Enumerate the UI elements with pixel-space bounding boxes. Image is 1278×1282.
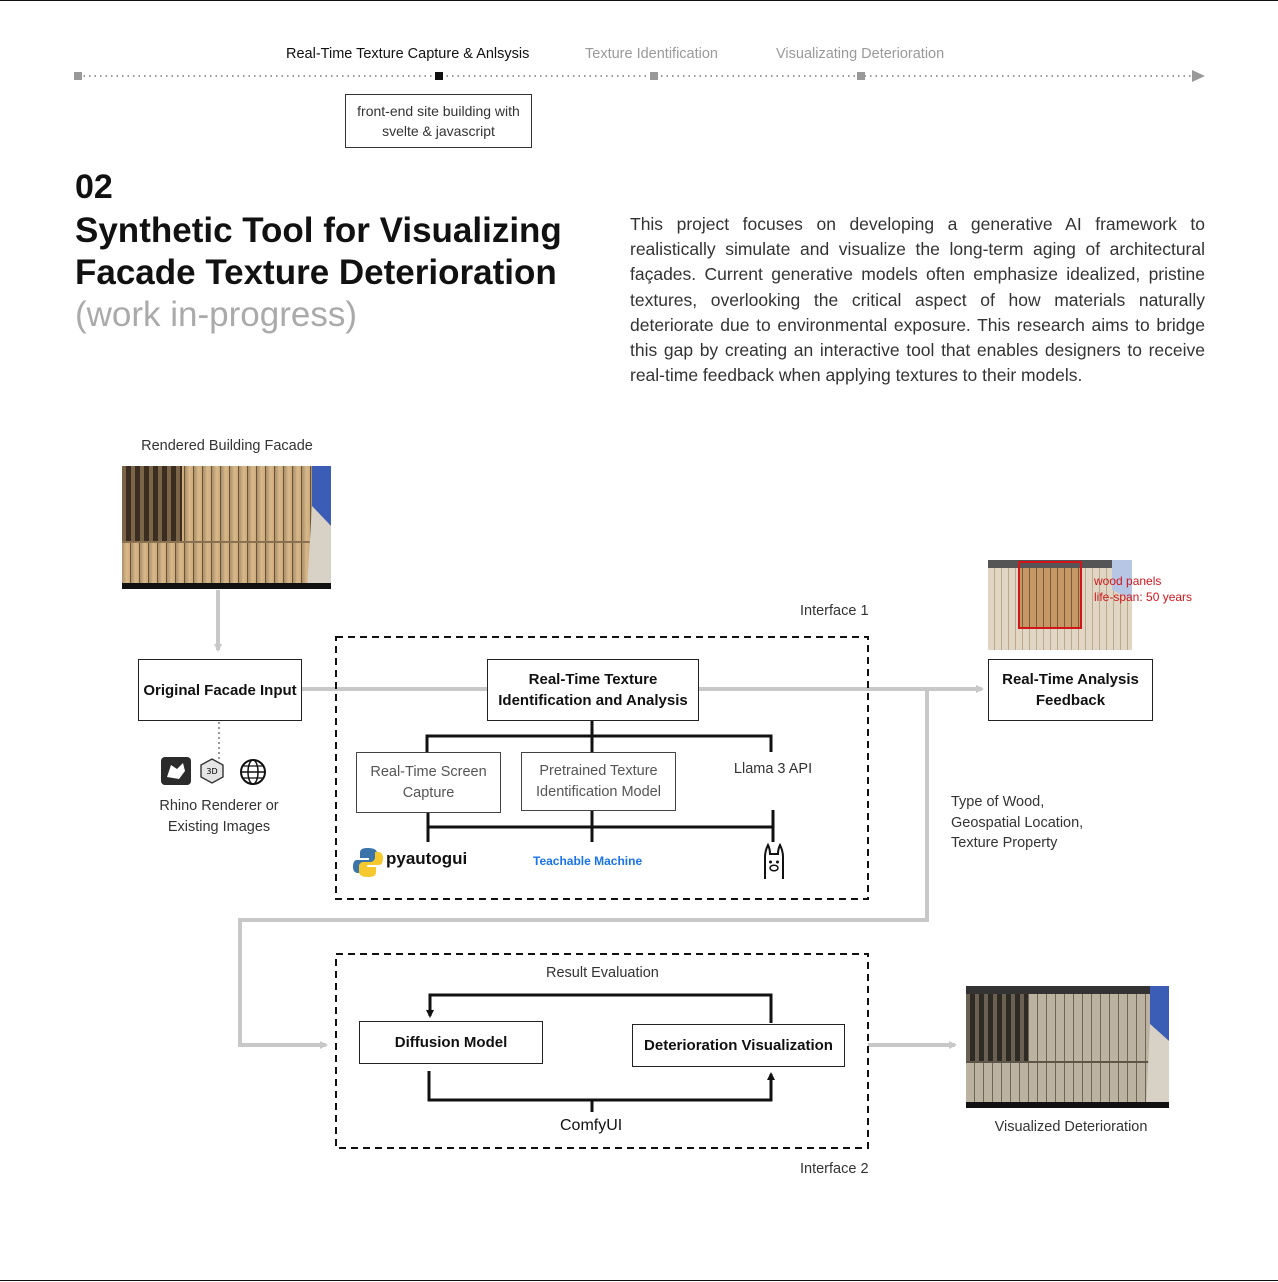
llama-icon bbox=[758, 843, 790, 881]
pretrained-model-box[interactable]: Pretrained Texture Identification Model bbox=[521, 752, 676, 811]
deterioration-visualization-box[interactable]: Deterioration Visualization bbox=[632, 1024, 845, 1067]
rendered-facade-picture bbox=[122, 466, 331, 589]
screen-capture-box[interactable]: Real-Time Screen Capture bbox=[356, 752, 501, 813]
globe-icon bbox=[238, 757, 268, 787]
visualized-deterioration-picture bbox=[966, 986, 1169, 1108]
rendered-facade-image bbox=[122, 466, 331, 589]
interface1-label: Interface 1 bbox=[800, 603, 869, 619]
pyautogui-label: pyautogui bbox=[386, 849, 467, 869]
llama-api-label: Llama 3 API bbox=[733, 759, 813, 779]
annotation-lifespan: life-span: 50 years bbox=[1094, 590, 1192, 604]
python-glyph bbox=[352, 846, 384, 878]
3d-viewer-icon: 3D bbox=[197, 756, 227, 786]
realtime-identification-box[interactable]: Real-Time Texture Identification and Ana… bbox=[487, 659, 699, 721]
annotation-type: wood panels bbox=[1094, 574, 1161, 588]
teachable-machine-label: Teachable Machine bbox=[533, 854, 642, 868]
svg-text:3D: 3D bbox=[206, 767, 217, 776]
original-facade-input-box[interactable]: Original Facade Input bbox=[138, 659, 302, 721]
llama-glyph bbox=[758, 843, 790, 881]
visualized-deterioration-label: Visualized Deterioration bbox=[966, 1119, 1176, 1135]
visualized-deterioration-image bbox=[966, 986, 1169, 1108]
globe-glyph bbox=[238, 757, 268, 787]
source-label: Rhino Renderer or Existing Images bbox=[139, 796, 299, 838]
rendered-facade-label: Rendered Building Facade bbox=[122, 438, 332, 454]
rhino-glyph bbox=[161, 757, 191, 785]
rhino-icon bbox=[161, 757, 191, 785]
realtime-feedback-box[interactable]: Real-Time Analysis Feedback bbox=[988, 659, 1153, 721]
wood-info-label: Type of Wood, Geospatial Location, Textu… bbox=[951, 792, 1091, 854]
comfyui-label: ComfyUI bbox=[560, 1117, 622, 1135]
3d-viewer-glyph: 3D bbox=[197, 756, 227, 786]
python-icon bbox=[352, 846, 384, 878]
diffusion-model-box[interactable]: Diffusion Model bbox=[359, 1021, 543, 1064]
result-evaluation-label: Result Evaluation bbox=[546, 965, 659, 981]
interface2-label: Interface 2 bbox=[800, 1161, 869, 1177]
